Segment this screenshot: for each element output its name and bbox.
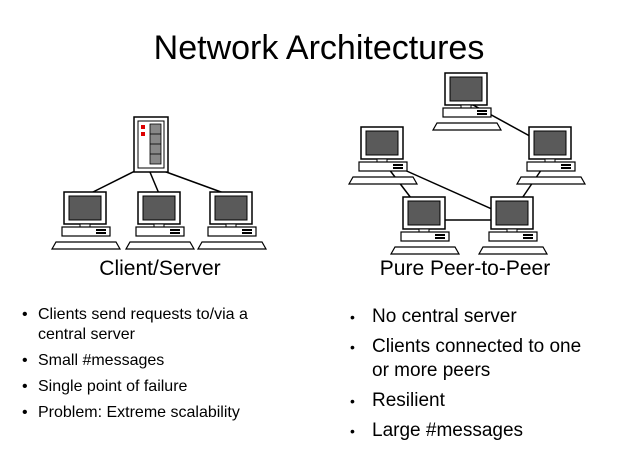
bullet-item: No central server — [350, 305, 592, 329]
peer-computer-icon — [390, 196, 460, 255]
client-computer-icon — [51, 191, 121, 250]
bullet-item: Single point of failure — [22, 377, 300, 397]
bullet-item: Clients send requests to/via a central s… — [22, 305, 300, 345]
client-server-bullets: Clients send requests to/via a central s… — [22, 305, 300, 429]
bullet-item: Large #messages — [350, 419, 592, 443]
bullet-item: Small #messages — [22, 351, 300, 371]
bullet-item: Resilient — [350, 389, 592, 413]
client-computer-icon — [125, 191, 195, 250]
peer-to-peer-caption: Pure Peer-to-Peer — [379, 257, 551, 280]
peer-computer-icon — [432, 72, 502, 131]
client-server-caption: Client/Server — [99, 257, 221, 280]
slide-title: Network Architectures — [153, 29, 485, 67]
peer-computer-icon — [348, 126, 418, 185]
client-computer-icon — [197, 191, 267, 250]
bullet-item: Problem: Extreme scalability — [22, 403, 300, 423]
bullet-item: Clients connected to one or more peers — [350, 335, 592, 383]
peer-to-peer-bullets: No central server Clients connected to o… — [350, 305, 592, 449]
network-diagram — [51, 72, 586, 255]
peer-computer-icon — [516, 126, 586, 185]
server-icon — [133, 116, 169, 173]
peer-computer-icon — [478, 196, 548, 255]
